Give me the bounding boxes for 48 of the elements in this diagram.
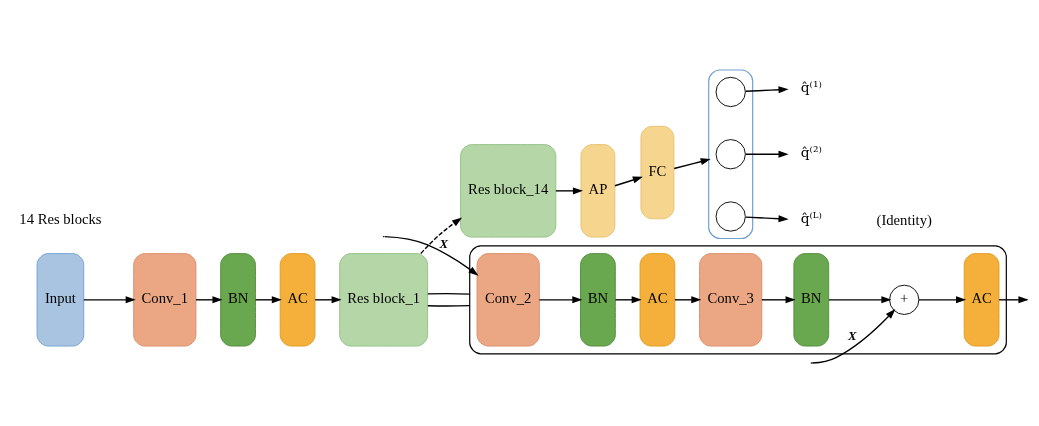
node-box: FC xyxy=(640,125,675,220)
arrow xyxy=(83,296,136,304)
node-box: AC xyxy=(639,253,676,347)
arrow xyxy=(314,296,342,304)
arrow xyxy=(383,235,479,276)
node-box: BN xyxy=(220,253,256,347)
node-box: AP xyxy=(580,144,616,238)
label: (Identity) xyxy=(876,212,932,229)
arrow xyxy=(614,176,643,187)
node-box: BN xyxy=(580,253,616,347)
arrow xyxy=(673,158,711,170)
node-text: q̂⁽²⁾ xyxy=(800,144,822,161)
node-box: AC xyxy=(279,253,316,347)
arrow xyxy=(811,309,896,364)
node-circle xyxy=(715,139,746,170)
arrow xyxy=(614,296,642,304)
arrow xyxy=(828,296,892,304)
arrow xyxy=(745,215,789,223)
node-box: AC xyxy=(963,253,1000,347)
connector xyxy=(427,292,471,295)
node-box: Conv_3 xyxy=(699,253,763,347)
node-box: Res block_14 xyxy=(460,144,557,238)
node-box: Conv_1 xyxy=(133,253,197,347)
node-circle: + xyxy=(889,284,920,315)
arrow xyxy=(918,296,967,304)
arrow xyxy=(195,296,223,304)
arrow xyxy=(998,296,1029,304)
arrow xyxy=(745,86,789,94)
node-text: q̂⁽¹⁾ xyxy=(800,78,822,95)
arrow xyxy=(761,296,796,304)
arrow xyxy=(538,296,583,304)
connector xyxy=(427,304,471,307)
edge-label: X xyxy=(439,236,449,251)
arrow xyxy=(745,150,789,158)
label: 14 Res blocks xyxy=(19,210,102,227)
cluster xyxy=(708,69,754,240)
node-box: Conv_2 xyxy=(476,253,540,347)
node-circle xyxy=(715,76,746,108)
node-box: BN xyxy=(793,253,830,347)
node-box: Input xyxy=(36,253,85,347)
node-text: q̂⁽ᴸ⁾ xyxy=(800,210,822,227)
arrow xyxy=(254,296,282,304)
edge-label: X xyxy=(847,329,857,344)
node-box: Res block_1 xyxy=(339,253,429,347)
arrow xyxy=(674,296,702,304)
arrow xyxy=(555,187,583,195)
node-circle xyxy=(715,201,746,232)
arrow xyxy=(420,217,463,255)
